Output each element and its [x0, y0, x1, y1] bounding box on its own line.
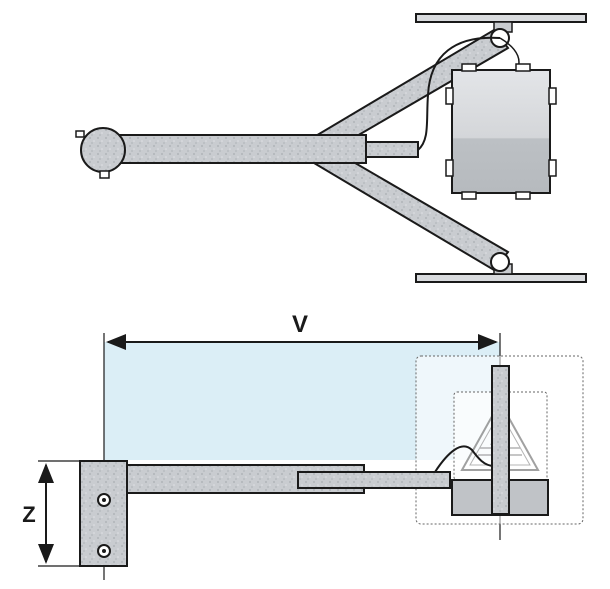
vertical-post [491, 365, 510, 515]
lower-pivot-joint [490, 252, 510, 272]
light-box-tabs [445, 63, 557, 200]
sliding-tube-side [297, 471, 451, 489]
mount-bolt-lower [97, 544, 111, 558]
top-mount-plate [415, 13, 587, 23]
light-box [451, 69, 551, 194]
main-arm-top [117, 134, 367, 164]
pole-clamp [80, 127, 126, 173]
cable-side [434, 445, 495, 473]
side-view: V Z [22, 311, 584, 580]
pole-clamp-bolt-bottom [99, 170, 110, 179]
top-view [75, 13, 587, 283]
cable [417, 36, 501, 151]
v-dimension-label: V [292, 311, 308, 338]
sliding-tube-top [365, 141, 419, 158]
pole-clamp-bolt-left [75, 130, 85, 138]
z-dimension-label: Z [22, 502, 35, 527]
bottom-mount-plate [415, 273, 587, 283]
mount-bolt-upper [97, 493, 111, 507]
